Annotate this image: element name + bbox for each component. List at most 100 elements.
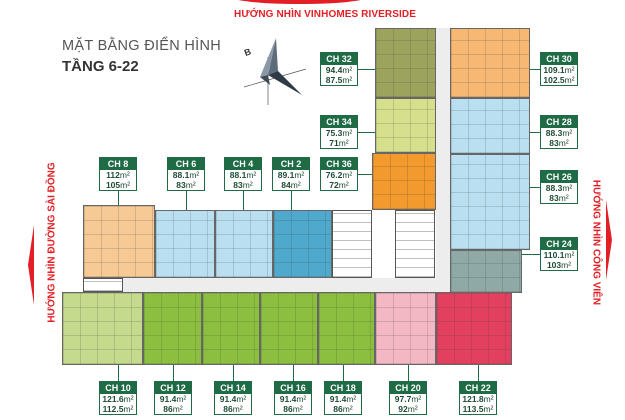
apartment-name: CH 26	[541, 171, 577, 183]
compass-icon: B	[243, 38, 307, 105]
apartment-unit[interactable]	[155, 210, 215, 278]
apartment-label[interactable]: CH 22 121.8m² 113.5m²	[459, 381, 497, 415]
area-unit: m²	[338, 180, 349, 190]
apartment-unit[interactable]	[450, 154, 530, 250]
area-unit: m²	[123, 394, 134, 404]
apartment-label[interactable]: CH 16 91.4m² 86m²	[274, 381, 312, 415]
area-unit: m²	[407, 404, 418, 414]
apartment-unit[interactable]	[450, 250, 522, 293]
apartment-label[interactable]: CH 14 91.4m² 86m²	[214, 381, 252, 415]
area-gross-value: 76.2	[325, 170, 343, 180]
label-connector	[478, 365, 479, 381]
apartment-unit[interactable]	[83, 205, 155, 278]
area-gross-value: 75.3	[325, 128, 343, 138]
area-unit: m²	[242, 180, 253, 190]
area-net: 86m²	[275, 404, 311, 414]
area-net: 86m²	[325, 404, 361, 414]
apartment-label[interactable]: CH 6 88.1m² 83m²	[167, 157, 205, 191]
apartment-label[interactable]: CH 34 75.3m² 71m²	[320, 115, 358, 149]
area-gross-value: 97.7	[394, 394, 412, 404]
area-net: 83m²	[541, 138, 577, 148]
apartment-unit[interactable]	[436, 292, 512, 365]
area-net-value: 103	[546, 260, 562, 270]
area-net: 103m²	[541, 260, 577, 270]
apartment-label[interactable]: CH 4 88.1m² 83m²	[224, 157, 262, 191]
apartment-label[interactable]: CH 18 91.4m² 86m²	[324, 381, 362, 415]
area-unit: m²	[120, 180, 131, 190]
apartment-label[interactable]: CH 24 110.1m² 103m²	[540, 237, 578, 271]
apartment-label[interactable]: CH 8 112m² 105m²	[99, 157, 137, 191]
apartment-unit[interactable]	[215, 210, 273, 278]
area-net: 71m²	[321, 138, 357, 148]
area-gross: 97.7m²	[390, 394, 426, 404]
apartment-unit[interactable]	[375, 98, 436, 153]
area-gross: 110.1m²	[541, 250, 577, 260]
area-gross: 89.1m²	[273, 170, 309, 180]
area-net-value: 83	[549, 193, 559, 203]
area-unit: m²	[292, 404, 303, 414]
area-unit: m²	[172, 404, 183, 414]
area-gross-value: 88.3	[545, 128, 563, 138]
apartment-label[interactable]: CH 10 121.6m² 112.5m²	[99, 381, 137, 415]
area-unit: m²	[342, 128, 353, 138]
apartment-name: CH 18	[325, 382, 361, 394]
apartment-unit[interactable]	[318, 292, 375, 365]
area-net: 113.5m²	[460, 404, 496, 414]
area-net-value: 86	[333, 404, 343, 414]
right-view-arrow	[606, 200, 612, 280]
label-connector	[408, 365, 409, 381]
apartment-unit[interactable]	[62, 292, 143, 365]
apartment-unit[interactable]	[273, 210, 332, 278]
apartment-unit[interactable]	[143, 292, 202, 365]
apartment-unit[interactable]	[375, 28, 436, 98]
area-unit: m²	[562, 183, 573, 193]
area-unit: m²	[564, 65, 575, 75]
apartment-unit[interactable]	[450, 28, 530, 98]
area-net: 87.5m²	[321, 75, 357, 85]
elevator-core	[395, 210, 435, 278]
area-gross: 88.1m²	[225, 170, 261, 180]
apartment-name: CH 10	[100, 382, 136, 394]
area-gross-value: 91.4	[159, 394, 177, 404]
area-unit: m²	[558, 138, 569, 148]
left-view-arrow	[28, 225, 34, 305]
apartment-label[interactable]: CH 32 94.4m² 87.5m²	[320, 52, 358, 86]
apartment-unit[interactable]	[450, 98, 530, 154]
view-top-label: HƯỚNG NHÌN VINHOMES RIVERSIDE	[234, 9, 416, 20]
label-connector	[186, 191, 187, 210]
area-net-value: 83	[549, 138, 559, 148]
apartment-label[interactable]: CH 20 97.7m² 92m²	[389, 381, 427, 415]
apartment-label[interactable]: CH 36 76.2m² 72m²	[320, 157, 358, 191]
apartment-unit[interactable]	[202, 292, 260, 365]
area-gross: 76.2m²	[321, 170, 357, 180]
apartment-label[interactable]: CH 12 91.4m² 86m²	[154, 381, 192, 415]
apartment-label[interactable]: CH 30 109.1m² 102.5m²	[540, 52, 578, 86]
apartment-label[interactable]: CH 26 88.3m² 83m²	[540, 170, 578, 204]
area-gross: 88.3m²	[541, 183, 577, 193]
area-gross-value: 91.4	[329, 394, 347, 404]
apartment-unit[interactable]	[260, 292, 318, 365]
area-gross: 121.6m²	[100, 394, 136, 404]
area-unit: m²	[296, 394, 307, 404]
area-unit: m²	[558, 193, 569, 203]
area-net: 86m²	[155, 404, 191, 414]
apartment-label[interactable]: CH 2 89.1m² 84m²	[272, 157, 310, 191]
area-unit: m²	[411, 394, 422, 404]
area-net-value: 87.5	[325, 75, 343, 85]
area-net-value: 83	[176, 180, 186, 190]
plan-floors: TẦNG 6-22	[62, 58, 139, 75]
area-unit: m²	[342, 170, 353, 180]
apartment-name: CH 14	[215, 382, 251, 394]
area-gross: 94.4m²	[321, 65, 357, 75]
area-unit: m²	[342, 65, 353, 75]
area-unit: m²	[185, 180, 196, 190]
view-left-label: HƯỚNG NHÌN ĐƯỜNG SÀI ĐỒNG	[46, 162, 58, 323]
area-unit: m²	[342, 75, 353, 85]
apartment-unit[interactable]	[372, 153, 436, 210]
apartment-name: CH 6	[168, 158, 204, 170]
apartment-name: CH 36	[321, 158, 357, 170]
apartment-unit[interactable]	[375, 292, 436, 365]
apartment-label[interactable]: CH 28 88.3m² 83m²	[540, 115, 578, 149]
label-connector	[233, 365, 234, 381]
label-connector	[530, 132, 540, 133]
